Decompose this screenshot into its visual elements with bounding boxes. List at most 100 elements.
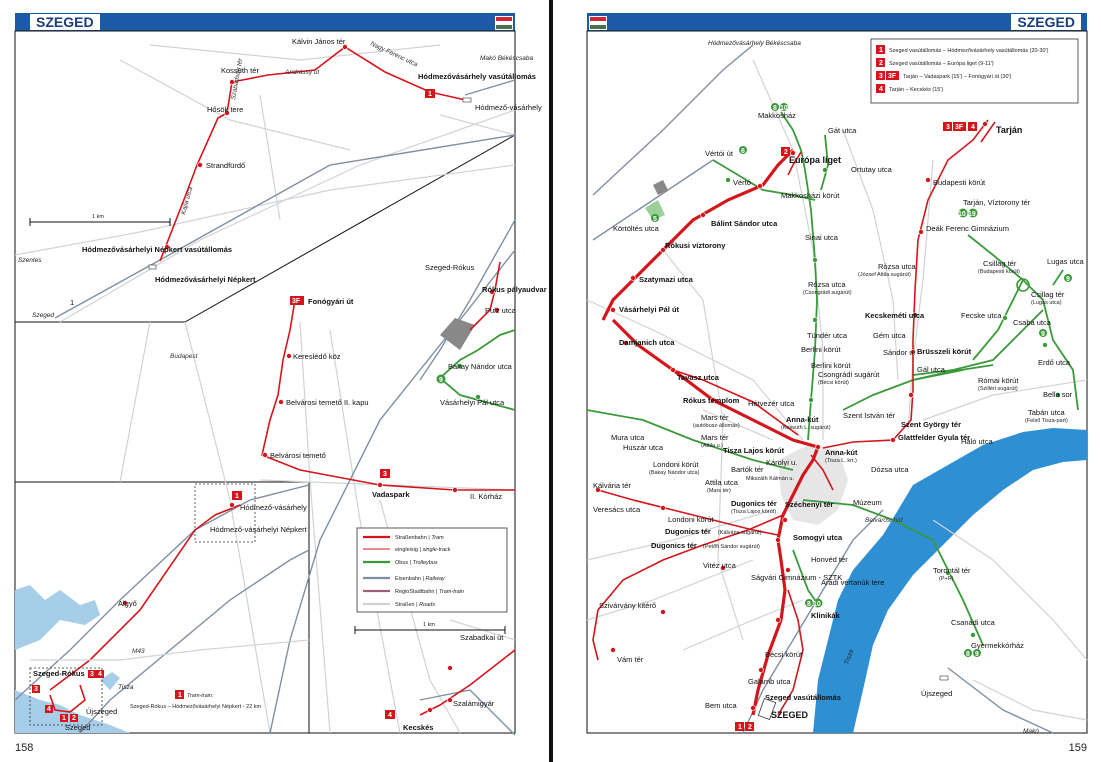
svg-text:1: 1 <box>428 91 432 98</box>
svg-text:(Tisza L. krt.): (Tisza L. krt.) <box>825 458 857 464</box>
legend-items <box>363 535 390 606</box>
label-belvarosi: Belvárosi temető <box>270 451 326 460</box>
tram-line-rokus <box>469 261 501 331</box>
tram-train-note: Szeged-Rókus – Hódmezővásárhelyi Népkert… <box>130 704 262 710</box>
label-kossuth: Kossuth tér <box>221 66 259 75</box>
svg-text:9: 9 <box>1066 276 1070 283</box>
svg-text:Berlini körút: Berlini körút <box>801 345 842 354</box>
top-inset-roads <box>14 44 516 323</box>
inset-tram-train <box>49 504 241 691</box>
right-page-header: SZEGED <box>587 13 1087 31</box>
svg-text:8: 8 <box>807 601 811 608</box>
svg-text:Csaba utca: Csaba utca <box>1013 318 1052 327</box>
svg-text:2: 2 <box>748 724 752 731</box>
svg-text:Tarján – Vadaspark (15') – Fon: Tarján – Vadaspark (15') – Fonógyári út … <box>903 74 1012 80</box>
svg-text:(Bécsi körút): (Bécsi körút) <box>818 380 849 386</box>
inset-river-1 <box>15 585 100 650</box>
route-legend-box <box>870 38 1079 104</box>
svg-text:Erdő utca: Erdő utca <box>1038 358 1071 367</box>
svg-text:Bálint Sándor utca: Bálint Sándor utca <box>711 219 778 228</box>
legend-roads: Straßen | Roads <box>395 602 435 608</box>
label-vasarhelyi-pal-left: Vásárhelyi Pál utca <box>440 398 505 407</box>
label-szentes: Szentes <box>18 257 42 264</box>
svg-text:Klinikák: Klinikák <box>811 611 841 620</box>
svg-text:Dugonics tér: Dugonics tér <box>651 541 697 550</box>
svg-text:4: 4 <box>971 124 975 131</box>
svg-text:3F: 3F <box>292 298 301 305</box>
ujszeged-station-building <box>939 675 949 681</box>
svg-text:Bem utca: Bem utca <box>705 701 738 710</box>
left-page-title: SZEGED <box>30 14 100 30</box>
svg-text:Mura utca: Mura utca <box>611 433 645 442</box>
svg-text:Rózsa utca: Rózsa utca <box>808 280 846 289</box>
svg-text:(Csongrádi sugárút): (Csongrádi sugárút) <box>803 290 852 296</box>
svg-text:3: 3 <box>879 73 883 80</box>
svg-text:Deák Ferenc Gimnázium: Deák Ferenc Gimnázium <box>926 224 1009 233</box>
svg-text:Attila utca: Attila utca <box>705 478 739 487</box>
svg-text:(Szilléri sugárút): (Szilléri sugárút) <box>978 386 1018 392</box>
svg-text:Csanádi utca: Csanádi utca <box>951 618 996 627</box>
svg-text:Dugonics tér: Dugonics tér <box>731 499 777 508</box>
svg-text:3: 3 <box>946 124 950 131</box>
city-center-area <box>778 445 848 525</box>
svg-text:Rókus templom: Rókus templom <box>683 396 740 405</box>
svg-text:Tarján, Víztorony tér: Tarján, Víztorony tér <box>963 198 1031 207</box>
legend-box <box>356 527 508 613</box>
svg-text:(Tisza Lajos körút): (Tisza Lajos körút) <box>731 509 776 515</box>
top-inset-stops <box>148 44 472 270</box>
svg-text:Londoni körút: Londoni körút <box>668 515 714 524</box>
svg-text:2: 2 <box>72 715 76 722</box>
svg-text:1: 1 <box>178 692 182 699</box>
top-inset-railway-2 <box>464 79 516 96</box>
svg-text:(Felső Tisza-part): (Felső Tisza-part) <box>1025 418 1068 424</box>
svg-text:Belvárosi híd: Belvárosi híd <box>865 517 903 524</box>
label-belvarosi-kapu: Belvárosi temető II. kapu <box>286 398 369 407</box>
label-szeged-rokus: Szeged-Rókus <box>425 263 474 272</box>
svg-text:Tarján – Kecskés (15'): Tarján – Kecskés (15') <box>889 87 943 93</box>
inset-label-m43: M43 <box>132 648 145 655</box>
svg-text:Ságvári Gimnázium - SZTK: Ságvári Gimnázium - SZTK <box>751 573 842 582</box>
left-page-header: SZEGED <box>15 13 515 31</box>
label-keresledo: Kereslédő köz <box>293 352 341 361</box>
depot-building <box>440 318 475 350</box>
page-gutter <box>549 0 553 762</box>
svg-text:Csongrádi sugárút: Csongrádi sugárút <box>818 370 880 379</box>
svg-text:1: 1 <box>738 724 742 731</box>
svg-text:4: 4 <box>98 671 102 678</box>
route-legend-row-4: 4 Tarján – Kecskés (15') <box>876 84 943 93</box>
svg-text:Újszeged: Újszeged <box>921 689 952 698</box>
svg-text:Szent György tér: Szent György tér <box>901 420 961 429</box>
line-badge-1-top: 1 <box>425 89 435 98</box>
svg-text:Rókusi víztorony: Rókusi víztorony <box>665 241 726 250</box>
trolley-line-left-2 <box>439 377 516 411</box>
svg-text:Makkosházi körút: Makkosházi körút <box>781 191 840 200</box>
svg-text:Ortutay utca: Ortutay utca <box>851 165 893 174</box>
svg-text:Sinai utca: Sinai utca <box>805 233 839 242</box>
svg-text:Szent István tér: Szent István tér <box>843 411 896 420</box>
svg-text:9: 9 <box>1041 331 1045 338</box>
svg-text:Vértó: Vértó <box>733 178 751 187</box>
right-railway-1 <box>592 44 754 196</box>
svg-text:Dózsa utca: Dózsa utca <box>871 465 909 474</box>
svg-text:3: 3 <box>34 686 38 693</box>
label-szeged-it: Szeged <box>32 312 54 319</box>
svg-text:5: 5 <box>653 216 657 223</box>
label-fonogyari: Fonógyári út <box>308 297 354 306</box>
svg-text:(József Attila sugárút): (József Attila sugárút) <box>858 272 911 278</box>
label-kalvin: Kálvin János tér <box>292 37 346 46</box>
inset-label-hmv-nepkert: Hódmező-vásárhelyi Népkert <box>210 525 308 534</box>
tram-train-note-badge <box>175 690 184 699</box>
right-park-1 <box>645 200 665 220</box>
right-line-badges: 8 10 6 2 3 3F 4 5 10 19 9 9 1 2 8 10 8 9 <box>651 103 1072 731</box>
inset-szeged-box <box>29 667 103 726</box>
svg-text:Vitéz utca: Vitéz utca <box>703 561 737 570</box>
svg-text:Rózsa utca: Rózsa utca <box>878 262 916 271</box>
svg-text:Bartók tér: Bartók tér <box>731 465 764 474</box>
route-legend-row-3: 3 3F Tarján – Vadaspark (15') – Fonógyár… <box>876 71 1012 80</box>
svg-text:10: 10 <box>958 211 966 218</box>
label-mako: Makó Békéscsaba <box>480 55 533 62</box>
main-scale-label: 1 km <box>423 622 435 628</box>
svg-text:Veresács utca: Veresács utca <box>593 505 641 514</box>
badge-3-left: 3 <box>380 469 390 478</box>
badge-4-left: 4 <box>385 710 395 719</box>
